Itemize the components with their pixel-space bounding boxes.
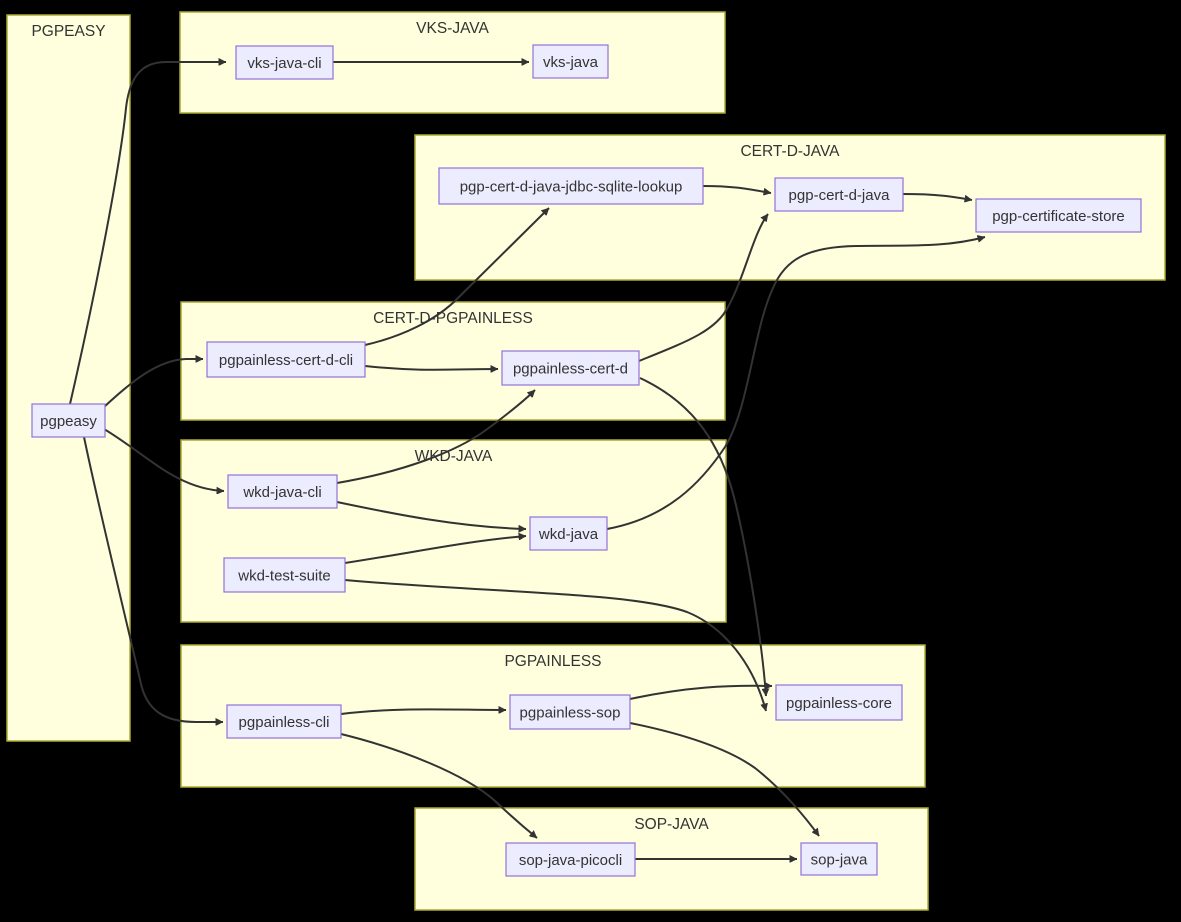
edge-pgpainless-cli--pgpainless-sop bbox=[340, 709, 506, 715]
node-sop-java-picocli bbox=[505, 842, 636, 877]
node-label-wkd-java-cli: wkd-java-cli bbox=[242, 484, 321, 501]
subgraph-title-sop-java-group: SOP-JAVA bbox=[634, 816, 709, 833]
node-label-sop-java-picocli: sop-java-picocli bbox=[519, 852, 622, 869]
edge-pgpainless-sop--sop-java bbox=[629, 722, 820, 837]
edge-pgpeasy--wkd-java-cli bbox=[103, 428, 224, 491]
edge-pgpainless-cert-d--pgp-cert-d-java bbox=[638, 213, 769, 362]
node-pgpainless-cert-d bbox=[501, 350, 640, 386]
node-pgpeasy bbox=[31, 403, 106, 438]
node-pgp-certificate-store bbox=[975, 198, 1142, 233]
node-label-pgpainless-cert-d-cli: pgpainless-cert-d-cli bbox=[219, 352, 353, 369]
edge-wkd-java-cli--wkd-java bbox=[336, 501, 526, 529]
node-label-pgp-cert-d-java-jdbc-sqlite-lookup: pgp-cert-d-java-jdbc-sqlite-lookup bbox=[460, 179, 683, 196]
node-label-wkd-java: wkd-java bbox=[538, 526, 599, 543]
edge-layer bbox=[69, 62, 985, 859]
subgraph-wkd-java-group bbox=[180, 439, 727, 623]
subgraph-layer: PGPEASY VKS-JAVA CERT-D-JAVA CERT-D-PGPAINL… bbox=[6, 11, 1166, 911]
subgraph-title-cert-d-java-group: CERT-D-JAVA bbox=[740, 143, 840, 160]
node-label-pgpainless-cert-d: pgpainless-cert-d bbox=[513, 361, 628, 378]
node-pgpainless-sop bbox=[509, 694, 631, 730]
edge-pgpainless-cert-d-cli--pgpainless-cert-d bbox=[364, 366, 498, 370]
edge-wkd-test-suite--pgpainless-core bbox=[344, 579, 766, 711]
node-pgp-cert-d-java-jdbc-sqlite-lookup bbox=[438, 167, 704, 205]
subgraph-pgpeasy-group bbox=[6, 14, 131, 742]
edge-pgpeasy--vks-java-cli bbox=[69, 62, 226, 405]
node-wkd-java-cli bbox=[227, 474, 338, 509]
node-pgpainless-core bbox=[775, 684, 903, 721]
node-pgpainless-cli bbox=[226, 704, 342, 739]
edge-pgp-cert-d-java--pgp-certificate-store bbox=[902, 193, 972, 200]
node-pgpainless-cert-d-cli bbox=[206, 341, 366, 378]
node-label-pgp-certificate-store: pgp-certificate-store bbox=[992, 208, 1125, 225]
node-label-pgpainless-sop: pgpainless-sop bbox=[520, 705, 621, 722]
node-label-pgpeasy: pgpeasy bbox=[40, 413, 97, 430]
edge-pgpainless-cert-d-cli--pgp-cert-d-java-jdbc-sqlite-lookup bbox=[364, 207, 550, 346]
subgraph-title-wkd-java-group: WKD-JAVA bbox=[415, 448, 493, 465]
node-wkd-java bbox=[529, 516, 608, 551]
edge-pgpeasy--pgpainless-cli bbox=[83, 436, 223, 722]
node-vks-java bbox=[532, 44, 609, 79]
node-label-vks-java-cli: vks-java-cli bbox=[247, 55, 321, 72]
edge-wkd-test-suite--wkd-java bbox=[344, 536, 526, 564]
subgraph-title-pgpeasy-group: PGPEASY bbox=[31, 23, 105, 40]
subgraph-title-cert-d-pgpainless-group: CERT-D-PGPAINLESS bbox=[373, 310, 533, 327]
edge-pgpainless-cli--sop-java-picocli bbox=[340, 733, 538, 839]
subgraph-title-vks-java-group: VKS-JAVA bbox=[416, 20, 489, 37]
edge-pgpainless-cert-d--pgpainless-core bbox=[639, 377, 766, 696]
edge-pgp-cert-d-java-jdbc-sqlite-lookup--pgp-cert-d-java bbox=[702, 185, 771, 193]
node-pgp-cert-d-java bbox=[774, 177, 904, 212]
node-label-vks-java: vks-java bbox=[543, 54, 599, 71]
node-label-wkd-test-suite: wkd-test-suite bbox=[237, 568, 331, 585]
edge-pgpainless-sop--pgpainless-core bbox=[629, 686, 772, 700]
node-label-pgp-cert-d-java: pgp-cert-d-java bbox=[789, 187, 891, 204]
node-wkd-test-suite bbox=[223, 557, 346, 593]
node-layer: pgpeasy vks-java-cli vks-java pgp-cert-d-ja… bbox=[31, 44, 1142, 877]
edge-wkd-java-cli--pgpainless-cert-d bbox=[336, 389, 536, 484]
node-label-pgpainless-core: pgpainless-core bbox=[786, 695, 892, 712]
edge-pgpeasy--pgpainless-cert-d-cli bbox=[103, 359, 203, 408]
node-label-pgpainless-cli: pgpainless-cli bbox=[239, 714, 330, 731]
node-sop-java bbox=[800, 842, 878, 876]
node-vks-java-cli bbox=[235, 45, 334, 80]
edge-wkd-java--pgp-certificate-store bbox=[606, 237, 985, 530]
subgraph-title-pgpainless-group: PGPAINLESS bbox=[504, 653, 601, 670]
node-label-sop-java: sop-java bbox=[811, 852, 868, 869]
